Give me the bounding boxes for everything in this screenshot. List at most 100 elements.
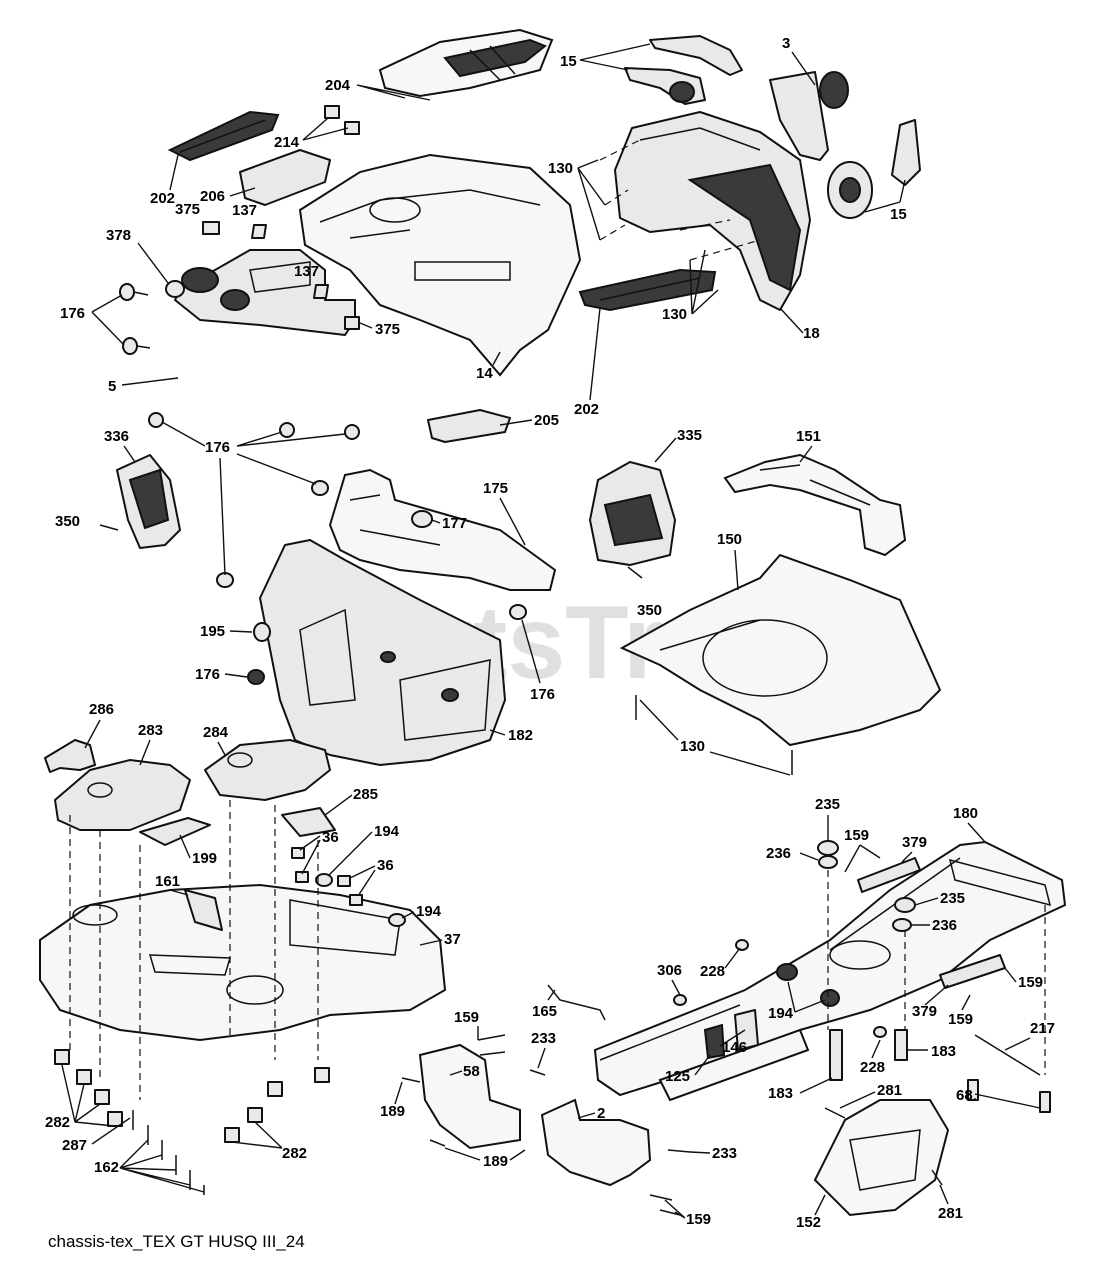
callout-284: 284	[203, 724, 229, 741]
callout-335: 335	[677, 427, 702, 444]
screw-350-left	[99, 524, 119, 531]
diagram-caption: chassis-tex_TEX GT HUSQ III_24	[48, 1232, 305, 1251]
bracket-3-part	[769, 71, 849, 161]
side-panel-335-part	[589, 461, 676, 566]
callout-176-left: 176	[60, 305, 85, 322]
trim-285-part	[281, 807, 336, 837]
callout-15-top: 15	[560, 53, 577, 70]
callout-287: 287	[62, 1137, 87, 1154]
callout-204: 204	[325, 77, 351, 94]
callout-2: 2	[597, 1105, 605, 1122]
callout-150: 150	[717, 531, 742, 548]
fender-283-part	[54, 759, 191, 831]
bushing-194-a	[776, 963, 798, 981]
trim-205-part	[427, 409, 511, 443]
rod-217	[974, 1034, 1041, 1076]
callout-379-top: 379	[902, 834, 927, 851]
assembly-line	[69, 800, 319, 1100]
grille-left-part	[167, 110, 280, 162]
screw-189-a	[401, 1077, 421, 1083]
callout-176-lower-right: 176	[530, 686, 555, 703]
insert-206-part	[239, 149, 331, 206]
headlight-upper-part	[624, 35, 743, 105]
callout-36-b: 36	[377, 857, 394, 874]
headlight-right-part	[827, 119, 921, 219]
callout-146: 146	[722, 1039, 747, 1056]
callout-206: 206	[200, 188, 225, 205]
callout-68: 68	[956, 1087, 973, 1104]
fender-284-part	[204, 739, 331, 801]
callout-183-b: 183	[768, 1085, 793, 1102]
bolts-68	[967, 1079, 1051, 1113]
callout-14: 14	[476, 365, 493, 382]
callout-130-top: 130	[548, 160, 573, 177]
callout-233-b: 233	[712, 1145, 737, 1162]
callout-15-right: 15	[890, 206, 907, 223]
callout-228-a: 228	[700, 963, 725, 980]
callout-159-lower: 159	[948, 1011, 973, 1028]
clip-214-a	[324, 105, 340, 119]
callout-350-right: 350	[637, 602, 662, 619]
callout-159-frame: 159	[844, 827, 869, 844]
fender-286-part	[44, 739, 96, 773]
callout-379-bottom: 379	[912, 1003, 937, 1020]
seat-bracket-152-part	[813, 1099, 950, 1217]
spacers-235-236	[817, 840, 916, 932]
callout-182: 182	[508, 727, 533, 744]
screws-176	[119, 283, 360, 440]
part-176-mount-c	[509, 604, 527, 620]
callout-350-left: 350	[55, 513, 80, 530]
callout-183-a: 183	[931, 1043, 956, 1060]
bolts-36-194	[291, 847, 406, 927]
callout-281-a: 281	[877, 1082, 902, 1099]
callout-130-right: 130	[662, 306, 687, 323]
callout-189-b: 189	[483, 1153, 508, 1170]
part-176-mount-b	[216, 572, 234, 588]
callout-282-left: 282	[45, 1114, 70, 1131]
callout-137-top: 137	[232, 202, 257, 219]
front-fascia-182-part	[259, 539, 506, 766]
callout-235-mid: 235	[940, 890, 965, 907]
hood-main-part	[298, 153, 582, 377]
callout-375-mid: 375	[375, 321, 400, 338]
callout-378: 378	[106, 227, 131, 244]
callout-202-lower: 202	[574, 401, 599, 418]
callout-175: 175	[483, 480, 508, 497]
bolt-281-b	[931, 1169, 943, 1186]
callout-281-b: 281	[938, 1205, 963, 1222]
callout-165: 165	[532, 1003, 557, 1020]
front-grille-assembly-part	[614, 111, 811, 311]
callout-5: 5	[108, 378, 116, 395]
callout-194-c: 194	[768, 1005, 794, 1022]
side-panel-336-part	[116, 454, 181, 549]
screws-159-bracket	[477, 1034, 506, 1056]
callout-228-b: 228	[860, 1059, 885, 1076]
part-375-top	[202, 221, 220, 235]
callout-176-lower-left: 176	[195, 666, 220, 683]
callout-233-a: 233	[531, 1030, 556, 1047]
knob-177	[411, 510, 433, 528]
screws-159-bottom	[649, 1194, 681, 1216]
callout-282-right: 282	[282, 1145, 307, 1162]
callout-130-bottom: 130	[680, 738, 705, 755]
bolts-183-228	[673, 939, 908, 1081]
bracket-151-part	[723, 453, 907, 557]
bushing-194-b	[820, 989, 840, 1007]
clips-282	[54, 1049, 330, 1143]
footboard-37-part	[39, 883, 447, 1042]
part-378	[165, 280, 185, 298]
callout-152: 152	[796, 1214, 821, 1231]
screw-233-a	[529, 1069, 546, 1076]
callout-180: 180	[953, 805, 978, 822]
callout-202-left: 202	[150, 190, 175, 207]
screw-233-b	[667, 1149, 691, 1153]
frame-assembly-line	[827, 870, 1046, 1075]
callout-283: 283	[138, 722, 163, 739]
clip-214-b	[344, 121, 360, 135]
screw-350-right	[627, 566, 643, 579]
callout-37: 37	[444, 931, 461, 948]
callout-159-right: 159	[1018, 974, 1043, 991]
callout-236-mid: 236	[932, 917, 957, 934]
footrest-150-part	[619, 553, 942, 747]
